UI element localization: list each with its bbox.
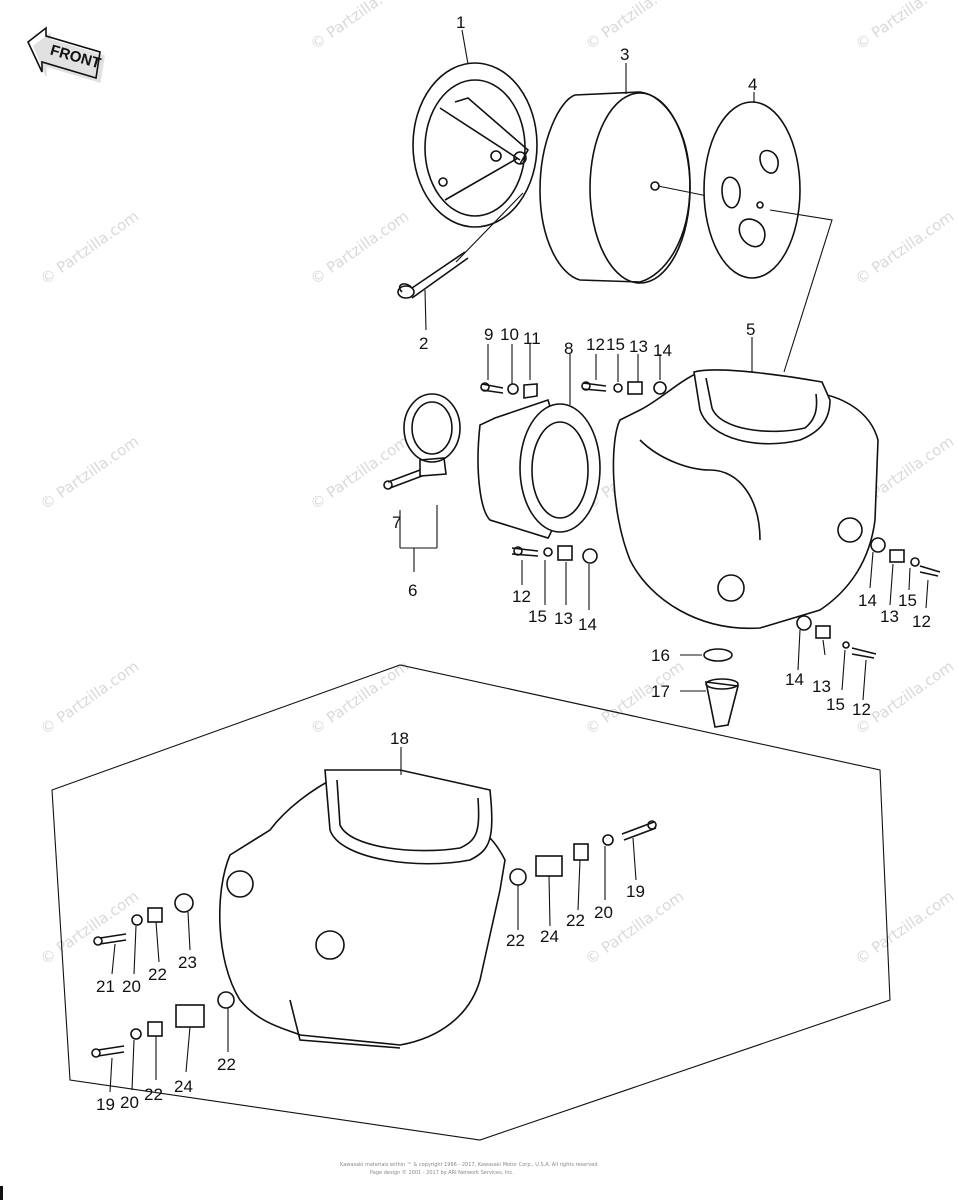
callout-20-right: 20 (594, 903, 613, 922)
callout-22-left: 22 (148, 965, 167, 984)
watermark-text: © Partzilla.com (582, 657, 687, 738)
callout-24-right: 24 (540, 927, 559, 946)
callout-10: 10 (500, 325, 519, 344)
callout-17: 17 (651, 682, 670, 701)
callout-4: 4 (748, 75, 757, 94)
part-4-plate (703, 92, 833, 373)
callout-13-mid: 13 (554, 609, 573, 628)
watermark-text: © Partzilla.com (852, 207, 957, 288)
part-8-duct (477, 353, 601, 539)
callout-22-right: 22 (566, 911, 585, 930)
front-arrow: FRONT (27, 26, 105, 84)
callout-6: 6 (408, 581, 417, 600)
callout-leaders (109, 29, 929, 1093)
callout-15-right: 15 (898, 591, 917, 610)
part-1-cleaner-cap (412, 62, 538, 228)
copyright-line-1: Kawasaki materials within ™ & copyright … (340, 1162, 598, 1168)
watermark-text: © Partzilla.com (307, 657, 412, 738)
callout-15-mid: 15 (528, 607, 547, 626)
callout-13-top: 13 (629, 337, 648, 356)
watermark-text: © Partzilla.com (307, 432, 412, 513)
callout-21: 21 (96, 977, 115, 996)
watermark-text: © Partzilla.com (307, 207, 412, 288)
copyright-block: Kawasaki materials within ™ & copyright … (340, 1162, 598, 1176)
watermark-text: © Partzilla.com (307, 0, 412, 53)
callout-7: 7 (392, 513, 401, 532)
part-6-clamp (383, 393, 461, 572)
callout-9: 9 (484, 325, 493, 344)
watermark-text: © Partzilla.com (37, 887, 142, 968)
callout-2: 2 (419, 334, 428, 353)
callout-14-right: 14 (858, 591, 877, 610)
edge-mark (0, 1186, 3, 1200)
callout-15-low: 15 (826, 695, 845, 714)
hardware-right (796, 537, 941, 659)
watermark-text: © Partzilla.com (582, 0, 687, 53)
part-5-air-box (612, 337, 879, 630)
hardware-top (480, 381, 667, 564)
callout-11: 11 (523, 329, 541, 348)
callout-16: 16 (651, 646, 670, 665)
part-18-lower-air-box (218, 747, 506, 1049)
callout-13-right: 13 (880, 607, 899, 626)
callout-19-left: 19 (96, 1095, 115, 1114)
part-3-filter-element (539, 63, 753, 284)
callout-8: 8 (564, 339, 573, 358)
part-2-pin (397, 192, 524, 331)
callout-12-mid: 12 (512, 587, 531, 606)
callout-22-left3: 22 (217, 1055, 236, 1074)
callout-14-top: 14 (653, 341, 672, 360)
hardware-bottom (91, 820, 657, 1058)
watermark-text: © Partzilla.com (852, 657, 957, 738)
callout-12-low: 12 (852, 700, 871, 719)
callout-14-mid: 14 (578, 615, 597, 634)
watermark-text: © Partzilla.com (852, 0, 957, 53)
callout-20-left2: 20 (120, 1093, 139, 1112)
callout-15-top: 15 (606, 335, 625, 354)
part-16-17 (680, 648, 740, 728)
callout-5: 5 (746, 320, 755, 339)
callout-14-low: 14 (785, 670, 804, 689)
callout-18: 18 (390, 729, 409, 748)
callout-13-low: 13 (812, 677, 831, 696)
copyright-line-2: Page design © 2001 - 2017 by ARI Network… (370, 1169, 514, 1176)
assembly-panel-outline (51, 664, 891, 1141)
watermark-text: © Partzilla.com (852, 887, 957, 968)
callout-24-left: 24 (174, 1077, 193, 1096)
callout-12-right: 12 (912, 612, 931, 631)
callout-1: 1 (456, 13, 465, 32)
callout-22-left2: 22 (144, 1085, 163, 1104)
watermark-text: © Partzilla.com (37, 657, 142, 738)
callout-22-right2: 22 (506, 931, 525, 950)
callout-23: 23 (178, 953, 197, 972)
callouts: 1 2 3 4 5 6 7 8 9 10 11 12 15 13 14 12 1… (96, 13, 931, 1114)
callout-20-left: 20 (122, 977, 141, 996)
watermark-text: © Partzilla.com (37, 432, 142, 513)
watermark-text: © Partzilla.com (37, 207, 142, 288)
callout-12-top: 12 (586, 335, 605, 354)
callout-3: 3 (620, 45, 629, 64)
callout-19-right: 19 (626, 882, 645, 901)
